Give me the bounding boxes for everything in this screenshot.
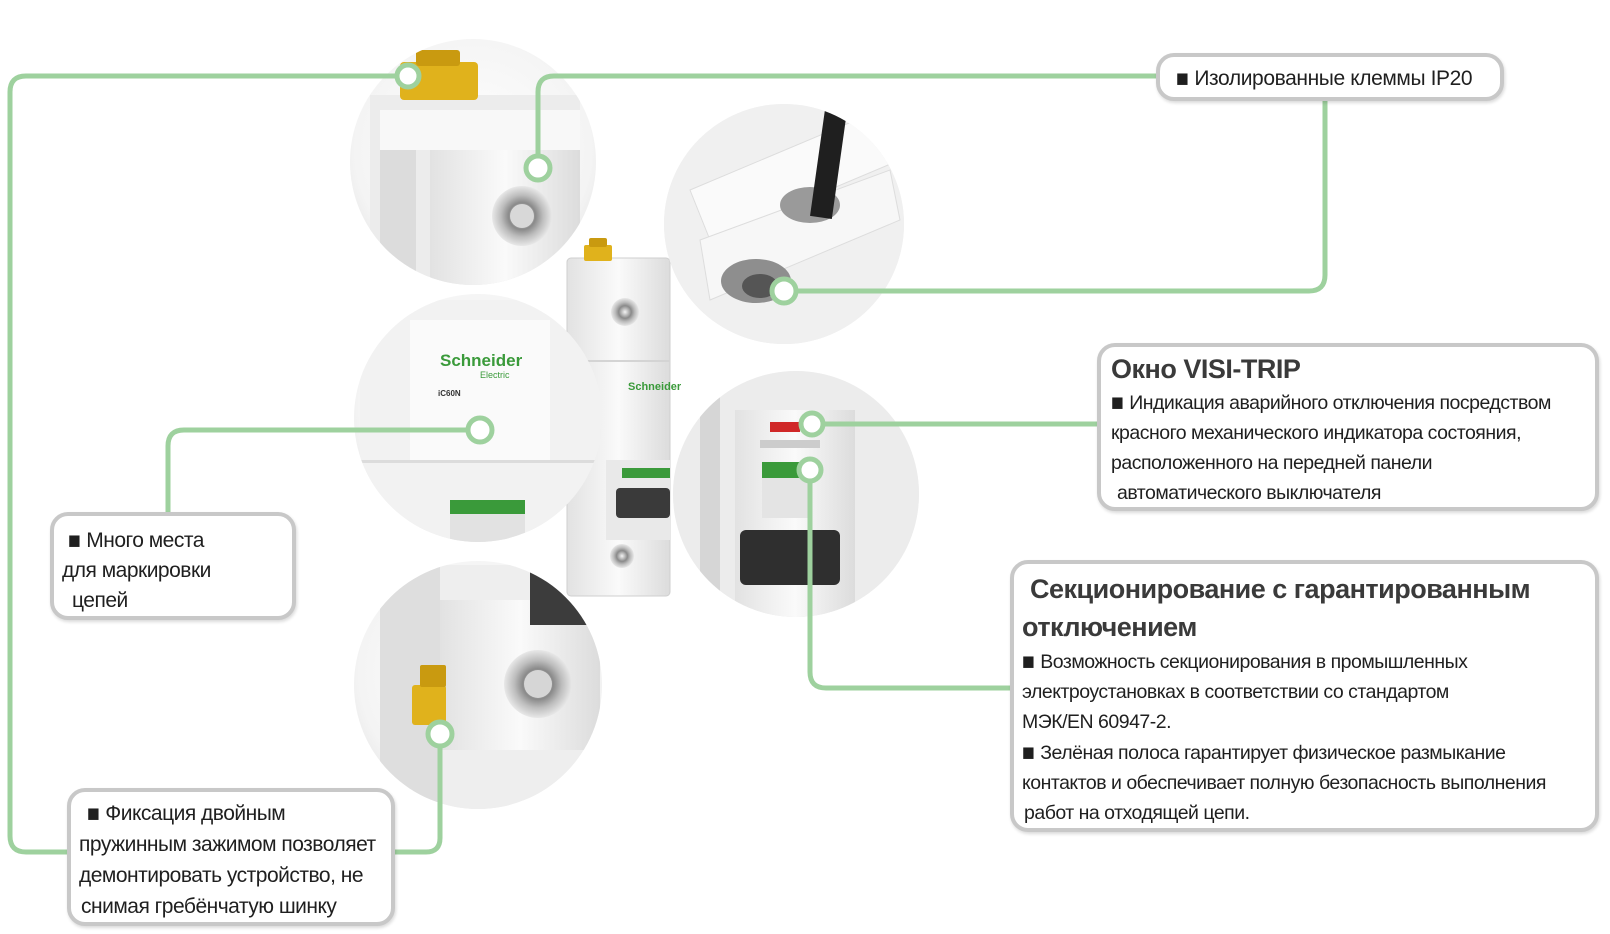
svg-text:Schneider: Schneider	[628, 381, 682, 393]
visi-trip-title: Окно VISI-TRIP	[1111, 354, 1301, 384]
callout-spring-fixation: ■ Фиксация двойным пружинным зажимом позв…	[67, 788, 395, 926]
bullet-icon: ■	[1111, 393, 1124, 411]
svg-text:Schneider: Schneider	[440, 351, 523, 370]
zoom-circle-screwdriver-terminal	[664, 104, 904, 344]
sectioning-title: отключением	[1022, 612, 1197, 642]
visi-trip-line: автоматического выключателя	[1117, 482, 1381, 504]
callout-visi-trip: Окно VISI-TRIP ■ Индикация аварийного отк…	[1097, 343, 1599, 511]
marking-line: Много места	[86, 529, 204, 552]
sectioning-line: работ на отходящей цепи.	[1024, 802, 1250, 824]
callout-ip20-terminals: ■ Изолированные клеммы IP20	[1156, 53, 1504, 101]
callout-marking-space: ■ Много места для маркировки цепей	[50, 512, 296, 620]
fixation-line: пружинным зажимом позволяет	[79, 833, 376, 856]
marking-line: цепей	[72, 589, 128, 612]
ip20-text: Изолированные клеммы IP20	[1194, 67, 1473, 90]
visi-trip-line: красного механического индикатора состоя…	[1111, 422, 1521, 444]
callout-sectioning: Секционирование с гарантированным отключ…	[1010, 560, 1599, 832]
bullet-icon: ■	[87, 804, 100, 822]
zoom-circle-spring-clip	[354, 561, 602, 809]
connector-endpoints	[394, 62, 826, 749]
sectioning-line: Зелёная полоса гарантирует физическое ра…	[1040, 742, 1506, 764]
fixation-line: снимая гребёнчатую шинку	[81, 895, 337, 918]
bullet-icon: ■	[68, 531, 81, 549]
sectioning-title: Секционирование с гарантированным	[1030, 574, 1531, 604]
fixation-line: демонтировать устройство, не	[79, 864, 364, 887]
marking-line: для маркировки	[62, 559, 211, 582]
sectioning-line: МЭК/EN 60947-2.	[1022, 711, 1172, 733]
bullet-icon: ■	[1022, 743, 1035, 761]
connector-lines	[7, 73, 1328, 855]
sectioning-line: контактов и обеспечивает полную безопасн…	[1022, 772, 1546, 794]
visi-trip-line: расположенного на передней панели	[1111, 452, 1433, 474]
visi-trip-line: Индикация аварийного отключения посредст…	[1129, 392, 1551, 414]
bullet-icon: ■	[1022, 652, 1035, 670]
svg-text:iC60N: iC60N	[438, 389, 461, 398]
bullet-icon: ■	[1176, 69, 1189, 87]
sectioning-line: электроустановках в соответствии со стан…	[1022, 681, 1449, 703]
fixation-line: Фиксация двойным	[105, 802, 286, 825]
zoom-circle-visi-trip-window	[673, 371, 919, 617]
sectioning-line: Возможность секционирования в промышленн…	[1040, 651, 1468, 673]
svg-text:Electric: Electric	[480, 370, 510, 380]
central-breaker-device: Schneider	[566, 238, 682, 597]
